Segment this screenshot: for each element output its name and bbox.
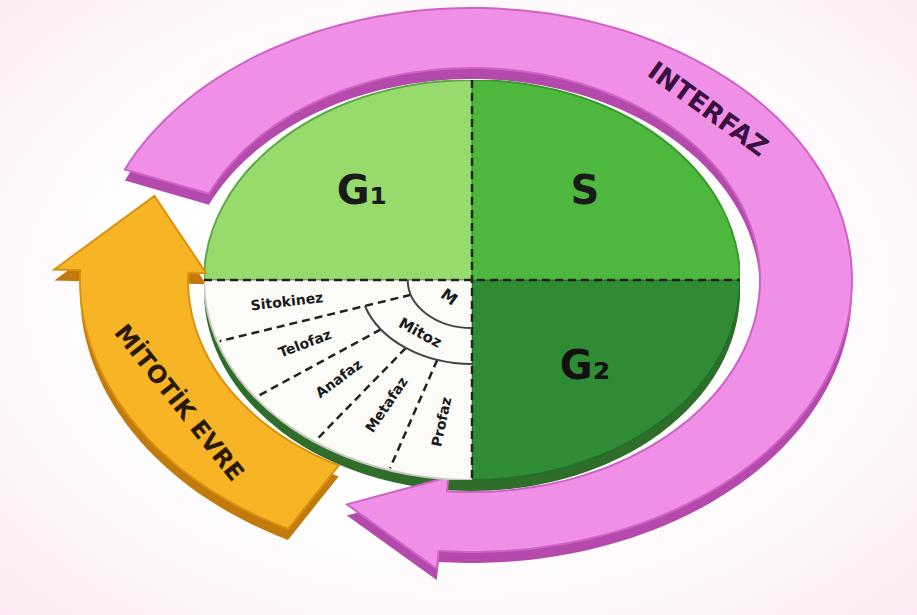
subphase-label: Metafaz: [363, 374, 411, 435]
mitosis-label: Mitoz: [396, 315, 445, 352]
subphase-label: Profaz: [429, 396, 455, 449]
phase-divider: [471, 80, 474, 480]
g2-quadrant-outline: [472, 280, 740, 480]
mitosis-arc: [365, 306, 472, 364]
s-quadrant-outline: [472, 80, 740, 280]
subphase-label: Anafaz: [313, 357, 365, 402]
phase-name: S: [571, 168, 600, 212]
g1-quadrant: G₁: [204, 80, 472, 280]
g2-quadrant: G₂: [472, 280, 740, 480]
phase-name: G₂: [560, 343, 610, 387]
m-arc: [408, 280, 472, 328]
g1-quadrant-outline: [204, 80, 472, 280]
mitotic-arrow-outline: [54, 196, 338, 529]
phase-name: G₁: [337, 168, 387, 212]
subphase-label: Telofaz: [276, 327, 333, 361]
subphase-label: Sitokinez: [250, 290, 324, 314]
